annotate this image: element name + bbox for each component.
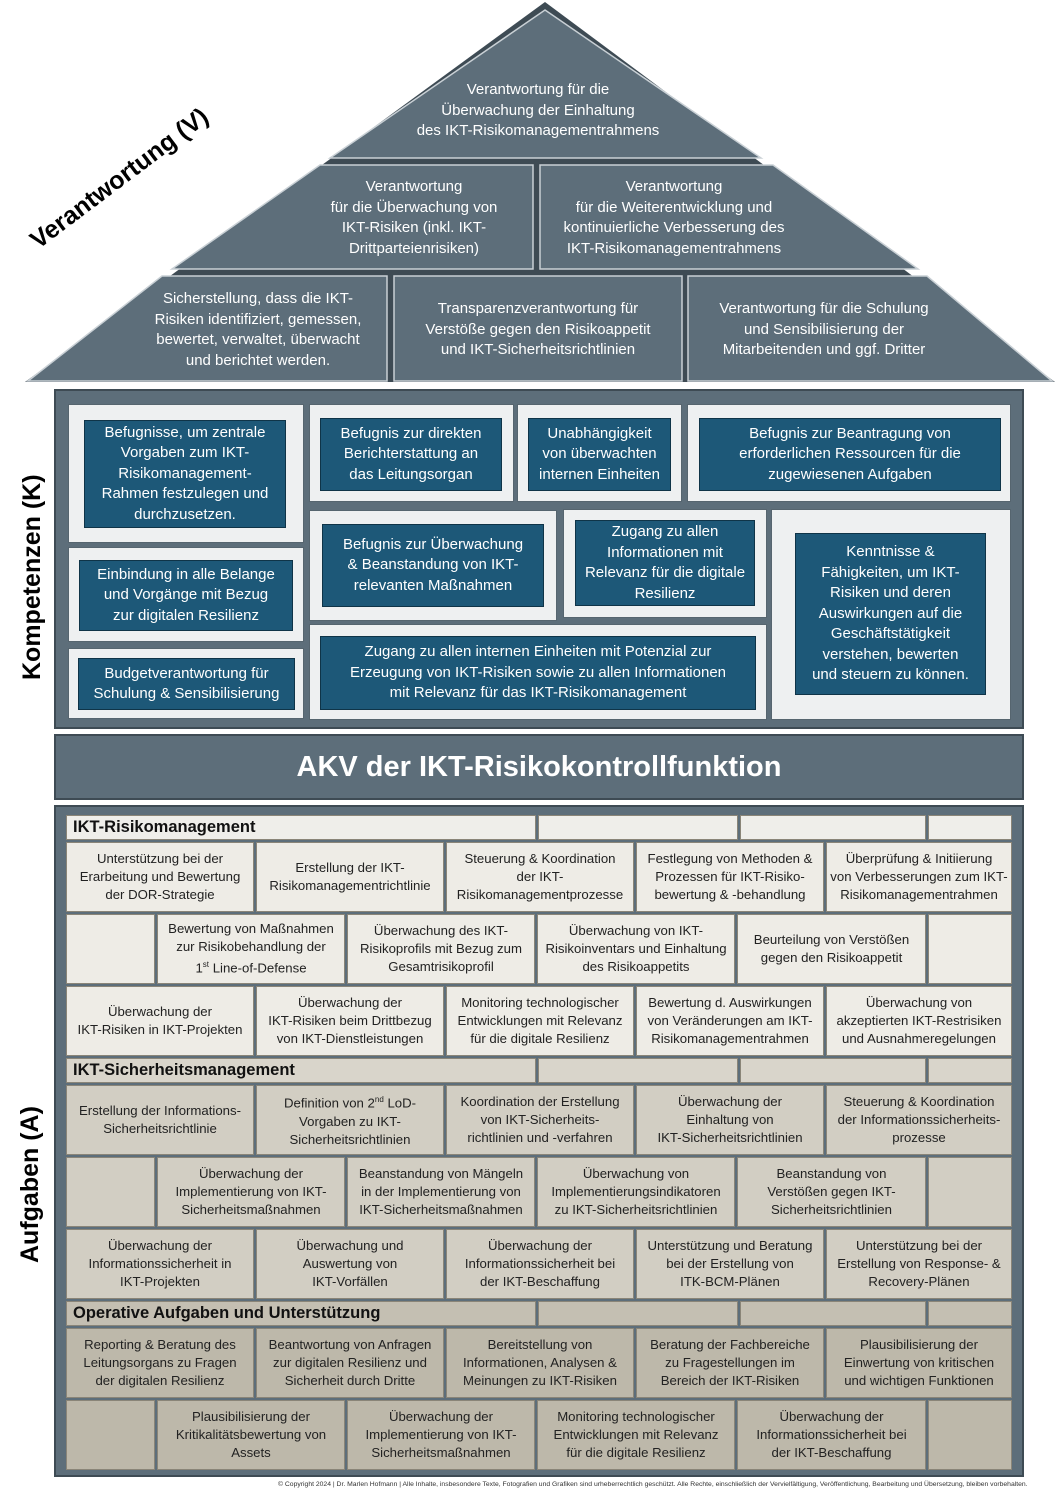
task-blank-right: [928, 914, 1012, 984]
kompetenzen-label: Kompetenzen (K): [18, 474, 46, 680]
roof-mid-left-text: Verantwortung für die Überwachung von IK…: [330, 178, 498, 257]
roof-mid-left-pane: [169, 164, 534, 270]
roof-bottom-left-pane: [25, 275, 388, 382]
task-bewertung-massnahmen-l3: 1st Line-of-Defense: [195, 960, 307, 976]
task-reporting-leitungsorgan: Reporting & Beratung des Leitungsorgans …: [66, 1328, 254, 1398]
roof-bottom-left-text: Sicherstellung, dass die IKT- Risiken id…: [154, 290, 362, 369]
section-header-filler: [740, 815, 926, 840]
task-risiken-drittbezug: Überwachung der IKT-Risiken beim Drittbe…: [256, 986, 444, 1056]
kompetenz-unabhaengigkeit: Unabhängigkeit von überwachten internen …: [528, 418, 671, 491]
task-bewertung-massnahmen: Bewertung von Maßnahmen zur Risikobehand…: [157, 914, 345, 984]
task-verstoesse-risikoappetit: Beurteilung von Verstößen gegen den Risi…: [737, 914, 926, 984]
task-risikoprofil: Überwachung des IKT- Risikoprofils mit B…: [347, 914, 535, 984]
section-header-filler: [538, 1058, 738, 1083]
task-implementierungsindikatoren: Überwachung von Implementierungsindikato…: [537, 1157, 735, 1227]
section-header-filler: [538, 815, 738, 840]
task-steuerung-is-prozesse: Steuerung & Koordination der Information…: [826, 1085, 1012, 1155]
task-informationssicherheitsrichtlinie: Erstellung der Informations- Sicherheits…: [66, 1085, 254, 1155]
task-blank-right: [928, 1400, 1012, 1470]
kompetenz-zentrale-vorgaben: Befugnisse, um zentrale Vorgaben zum IKT…: [84, 420, 286, 528]
section-header-sicherheitsmanagement: IKT-Sicherheitsmanagement: [66, 1058, 536, 1083]
roof-top-pane: [327, 9, 764, 159]
kompetenz-kenntnisse: Kenntnisse & Fähigkeiten, um IKT- Risike…: [795, 533, 986, 695]
task-definition-vorgaben: Definition von 2nd LoD- Vorgaben zu IKT-…: [256, 1085, 444, 1155]
task-beanstandung-maengel: Beanstandung von Mängeln in der Implemen…: [347, 1157, 535, 1227]
roof-graphic: [25, 2, 1055, 382]
task-verbesserungen-rahmen: Überprüfung & Initiierung von Verbesseru…: [826, 842, 1012, 912]
task-op-beschaffung: Überwachung der Informationssicherheit b…: [737, 1400, 926, 1470]
task-blank-left: [66, 1400, 155, 1470]
task-einhaltung-sicherheitsrichtlinien: Überwachung der Einhaltung von IKT-Siche…: [636, 1085, 824, 1155]
roof-mid-right-pane: [539, 164, 921, 270]
kompetenz-zugang-informationen: Zugang zu allen Informationen mit Releva…: [575, 520, 755, 606]
section-header-risikomanagement: IKT-Risikomanagement: [66, 815, 536, 840]
task-blank-left: [66, 914, 155, 984]
task-is-projekte: Überwachung der Informationssicherheit i…: [66, 1229, 254, 1299]
task-methoden-prozesse: Festlegung von Methoden & Prozessen für …: [636, 842, 824, 912]
task-bereitstellung-informationen: Bereitstellung von Informationen, Analys…: [446, 1328, 634, 1398]
akv-banner: AKV der IKT-Risikokontrollfunktion: [54, 734, 1024, 800]
kompetenz-einbindung: Einbindung in alle Belange und Vorgänge …: [79, 560, 293, 631]
task-dor-strategie: Unterstützung bei der Erarbeitung und Be…: [66, 842, 254, 912]
task-blank-left: [66, 1157, 155, 1227]
roof-mid-right-text: Verantwortung für die Weiterentwicklung …: [563, 178, 785, 257]
roof-bottom-right-pane: [687, 275, 1055, 382]
section-header-filler: [928, 1058, 1012, 1083]
task-bcm-plaene: Unterstützung und Beratung bei der Erste…: [636, 1229, 824, 1299]
section-header-filler: [538, 1301, 738, 1326]
task-risiken-projekte: Überwachung der IKT-Risiken in IKT-Proje…: [66, 986, 254, 1056]
kompetenz-berichterstattung: Befugnis zur direkten Berichterstattung …: [320, 418, 502, 491]
kompetenz-ueberwachung-beanstandung: Befugnis zur Überwachung & Beanstandung …: [322, 524, 544, 607]
task-monitoring-entwicklungen: Monitoring technologischer Entwicklungen…: [446, 986, 634, 1056]
roof-bottom-center-pane: [393, 275, 683, 382]
task-koordination-sicherheitsrichtlinien: Koordination der Erstellung von IKT-Sich…: [446, 1085, 634, 1155]
section-header-operative-aufgaben: Operative Aufgaben und Unterstützung: [66, 1301, 536, 1326]
task-beanstandung-verstoesse: Beanstandung von Verstößen gegen IKT- Si…: [737, 1157, 926, 1227]
task-risikoinventar: Überwachung von IKT- Risikoinventars und…: [537, 914, 735, 984]
task-blank-right: [928, 1157, 1012, 1227]
task-bewertung-massnahmen-l2: zur Risikobehandlung der: [176, 939, 326, 955]
aufgaben-label: Aufgaben (A): [16, 1106, 44, 1263]
task-op-implementierung: Überwachung der Implementierung von IKT-…: [347, 1400, 535, 1470]
task-bewertung-massnahmen-l1: Bewertung von Maßnahmen: [168, 921, 334, 937]
kompetenz-zugang-einheiten: Zugang zu allen internen Einheiten mit P…: [320, 636, 756, 710]
task-anfragen-dritte: Beantwortung von Anfragen zur digitalen …: [256, 1328, 444, 1398]
task-beratung-fachbereiche: Beratung der Fachbereiche zu Fragestellu…: [636, 1328, 824, 1398]
task-definition-vorgaben-l3: Sicherheitsrichtlinien: [289, 1131, 411, 1147]
section-header-filler: [740, 1301, 926, 1326]
section-header-filler: [928, 1301, 1012, 1326]
roof-bottom-center-text: Transparenzverantwortung für Verstöße ge…: [425, 300, 651, 359]
task-response-recovery: Unterstützung bei der Erstellung von Res…: [826, 1229, 1012, 1299]
task-definition-vorgaben-l1: Definition von 2nd LoD-: [283, 1095, 417, 1111]
task-risikomanagementrichtlinie: Erstellung der IKT- Risikomanagementrich…: [256, 842, 444, 912]
roof-bottom-right-text: Verantwortung für die Schulung und Sensi…: [719, 300, 929, 359]
task-ikt-vorfaelle: Überwachung und Auswertung von IKT-Vorfä…: [256, 1229, 444, 1299]
section-header-filler: [740, 1058, 926, 1083]
task-restrisiken: Überwachung von akzeptierten IKT-Restris…: [826, 986, 1012, 1056]
task-kritikalitaetsbewertung: Plausibilisierung der Kritikalitätsbewer…: [157, 1400, 345, 1470]
task-definition-vorgaben-l2: Vorgaben zu IKT-: [299, 1113, 401, 1129]
task-steuerung-risikomanagementprozesse: Steuerung & Koordination der IKT- Risiko…: [446, 842, 634, 912]
task-auswirkungen-veraenderungen: Bewertung d. Auswirkungen von Veränderun…: [636, 986, 824, 1056]
roof-top-text: Verantwortung für die Überwachung der Ei…: [416, 81, 660, 140]
section-header-filler: [928, 815, 1012, 840]
task-op-monitoring: Monitoring technologischer Entwicklungen…: [537, 1400, 735, 1470]
task-is-beschaffung: Überwachung der Informationssicherheit b…: [446, 1229, 634, 1299]
kompetenz-budget: Budgetverantwortung für Schulung & Sensi…: [78, 658, 295, 710]
copyright-footer: © Copyright 2024 | Dr. Marlen Hofmann | …: [278, 1481, 1028, 1488]
task-implementierung-massnahmen: Überwachung der Implementierung von IKT-…: [157, 1157, 345, 1227]
task-plausibilisierung-funktionen: Plausibilisierung der Einwertung von kri…: [826, 1328, 1012, 1398]
kompetenz-ressourcen: Befugnis zur Beantragung von erforderlic…: [699, 418, 1001, 491]
